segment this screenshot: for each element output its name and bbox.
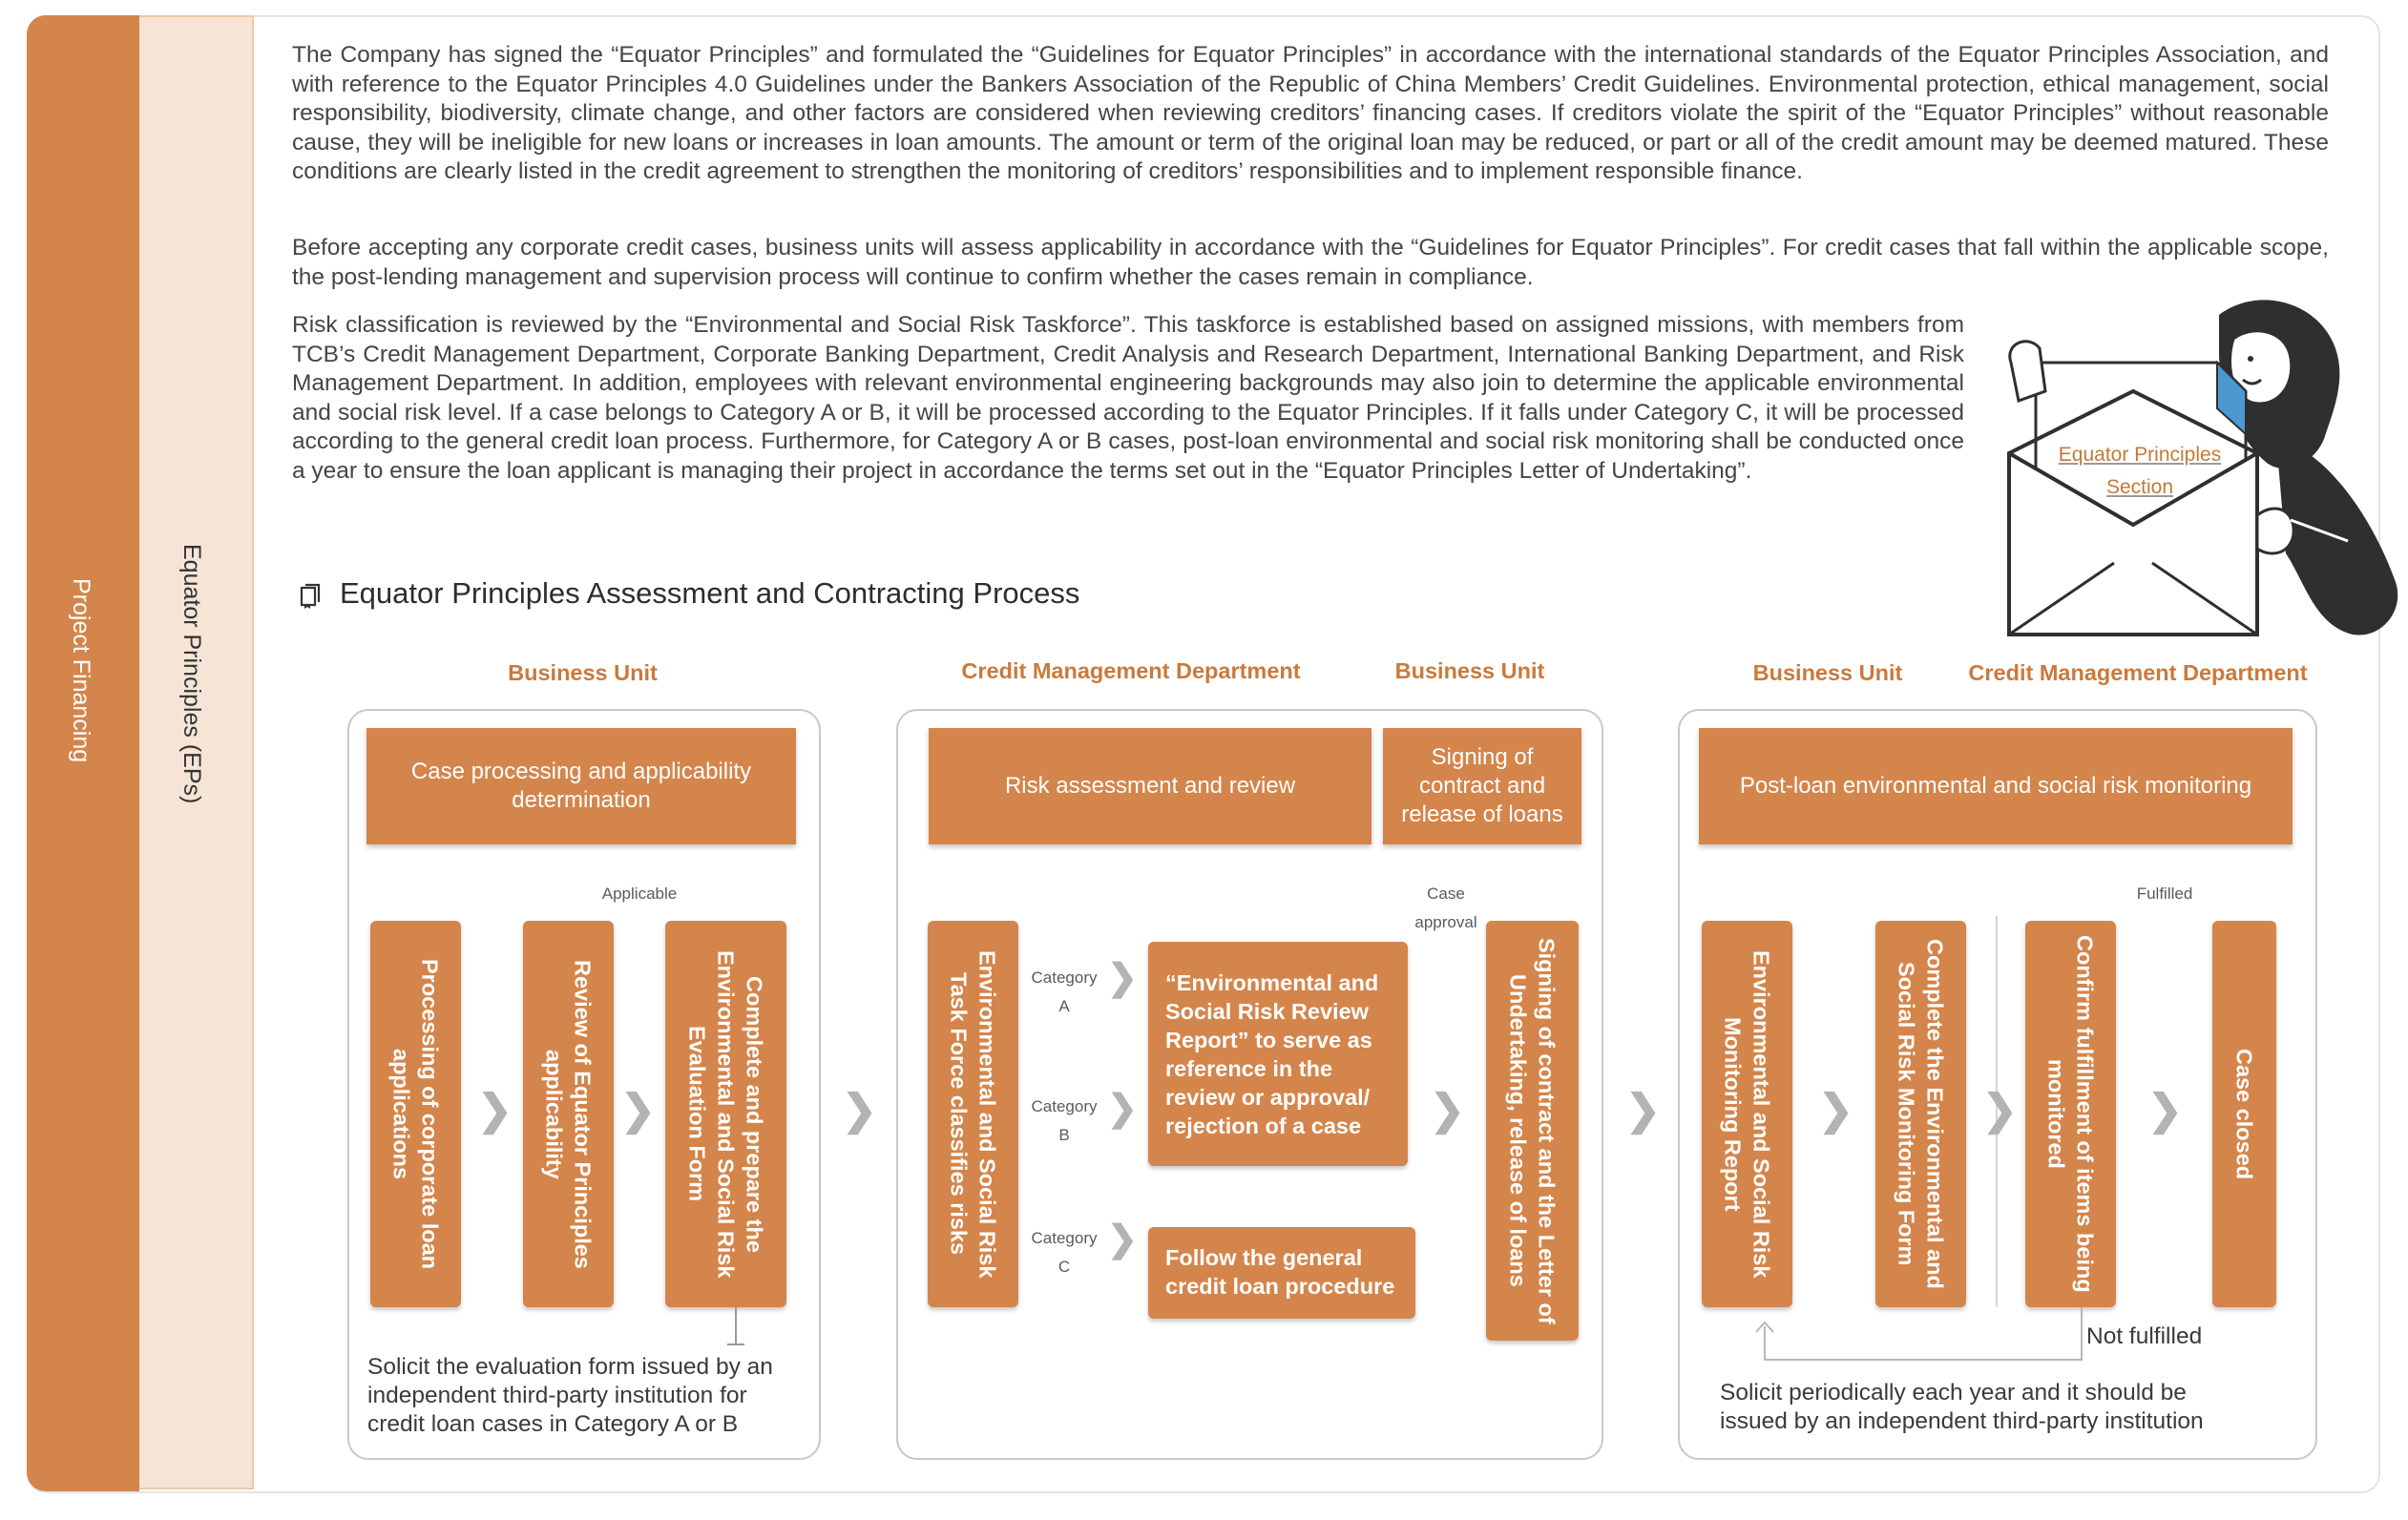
panel1-note: Solicit the evaluation form issued by an… (367, 1354, 773, 1437)
chevron-right-icon: ❯ (1107, 1089, 1138, 1129)
case-approval-text-1: Case (1427, 885, 1465, 903)
loop-line-right (2081, 1307, 2083, 1361)
step-label: Environmental and Social Risk Task Force… (946, 949, 1000, 1279)
step-evaluation-form: Complete and prepare the Environmental a… (665, 921, 786, 1307)
category-a-text: Category (1031, 968, 1098, 987)
panel3-note: Solicit periodically each year and it sh… (1720, 1380, 2204, 1434)
step-label: Case closed (2231, 1048, 2257, 1180)
panel3-business-unit-label: Business Unit (1752, 660, 1903, 685)
divider-line (1996, 916, 1998, 1307)
intro-paragraph: The Company has signed the “Equator Prin… (292, 42, 2329, 184)
chevron-right-icon: ❯ (1430, 1087, 1465, 1134)
equator-illustration: Equator Principles Section (2000, 296, 2408, 649)
book-icon (300, 583, 321, 609)
case-approval-label: Case approval (1398, 880, 1494, 937)
step-signing-contract: Signing of contract and the Letter of Un… (1486, 921, 1579, 1341)
step-label: Complete and prepare the Environmental a… (684, 949, 767, 1279)
step-monitoring-report: Environmental and Social Risk Monitoring… (1702, 921, 1792, 1307)
category-b-letter: B (1058, 1126, 1070, 1144)
envelope-line-2: Section (2105, 476, 2174, 498)
woman-with-envelope-illustration (2007, 300, 2398, 636)
connector-line (735, 1307, 737, 1345)
step-label: Environmental and Social Risk Monitoring… (1720, 949, 1774, 1279)
sidebar-sub: Equator Principles (EPs) (139, 15, 254, 1489)
panel2-risk-header: Risk assessment and review (929, 728, 1372, 844)
review-report-box: “Environmental and Social Risk Review Re… (1148, 942, 1408, 1166)
panel2-sign-header: Signing of contract and release of loans (1383, 728, 1581, 844)
sidebar-main: Project Financing (27, 15, 139, 1491)
applicability-paragraph: Before accepting any corporate credit ca… (292, 235, 2329, 290)
category-b-text: Category (1031, 1097, 1098, 1115)
envelope-label: Equator Principles Section (2040, 439, 2240, 504)
arrow-up-icon (1755, 1321, 1774, 1333)
envelope-line-1: Equator Principles (2058, 444, 2222, 466)
chevron-right-icon: ❯ (2147, 1087, 2183, 1134)
step-confirm-fulfillment: Confirm fulfillment of items being monit… (2025, 921, 2116, 1307)
step-label: Processing of corporate loan application… (388, 958, 443, 1270)
chevron-right-icon: ❯ (477, 1087, 513, 1134)
panel3-header: Post-loan environmental and social risk … (1699, 728, 2293, 844)
chevron-right-icon: ❯ (1982, 1087, 2018, 1134)
applicable-label: Applicable (601, 885, 678, 903)
chevron-right-icon: ❯ (1107, 958, 1138, 998)
chevron-right-icon: ❯ (1818, 1087, 1853, 1134)
chevron-right-icon: ❯ (1107, 1219, 1138, 1260)
category-c-letter: C (1057, 1258, 1071, 1276)
chevron-right-icon: ❯ (842, 1087, 877, 1134)
panel1-header: Case processing and applicability determ… (366, 728, 796, 844)
category-c-text: Category (1031, 1229, 1098, 1247)
step-review-applicability: Review of Equator Principles applicabili… (523, 921, 614, 1307)
step-monitoring-form: Complete the Environmental and Social Ri… (1875, 921, 1966, 1307)
case-approval-text-2: approval (1414, 913, 1477, 931)
connector-line (727, 1343, 744, 1345)
step-case-closed: Case closed (2212, 921, 2276, 1307)
section-title: Equator Principles Assessment and Contra… (340, 576, 1080, 610)
step-label: Signing of contract and the Letter of Un… (1505, 937, 1560, 1324)
panel1-business-unit-label: Business Unit (508, 660, 658, 685)
chevron-right-icon: ❯ (1625, 1087, 1661, 1134)
sidebar-main-label: Project Financing (68, 578, 94, 763)
step-label: Confirm fulfillment of items being monit… (2043, 935, 2098, 1293)
chevron-right-icon: ❯ (620, 1087, 656, 1134)
loop-line-left (1764, 1326, 1766, 1359)
step-label: Complete the Environmental and Social Ri… (1894, 939, 1948, 1289)
step-processing-applications: Processing of corporate loan application… (370, 921, 461, 1307)
panel2-credit-label: Credit Management Department (961, 658, 1301, 683)
category-a-letter: A (1058, 997, 1070, 1015)
sidebar-sub-label: Equator Principles (EPs) (178, 544, 205, 804)
panel2-business-unit-label: Business Unit (1394, 658, 1545, 683)
risk-classification-paragraph: Risk classification is reviewed by the “… (292, 312, 1964, 484)
general-procedure-box: Follow the general credit loan procedure (1148, 1227, 1415, 1319)
loop-line-bottom (1764, 1359, 2081, 1361)
fulfilled-label: Fulfilled (2136, 885, 2193, 903)
panel3-credit-label: Credit Management Department (1968, 660, 2308, 685)
step-taskforce-classifies: Environmental and Social Risk Task Force… (928, 921, 1018, 1307)
not-fulfilled-label: Not fulfilled (2086, 1323, 2203, 1349)
step-label: Review of Equator Principles applicabili… (541, 959, 596, 1269)
